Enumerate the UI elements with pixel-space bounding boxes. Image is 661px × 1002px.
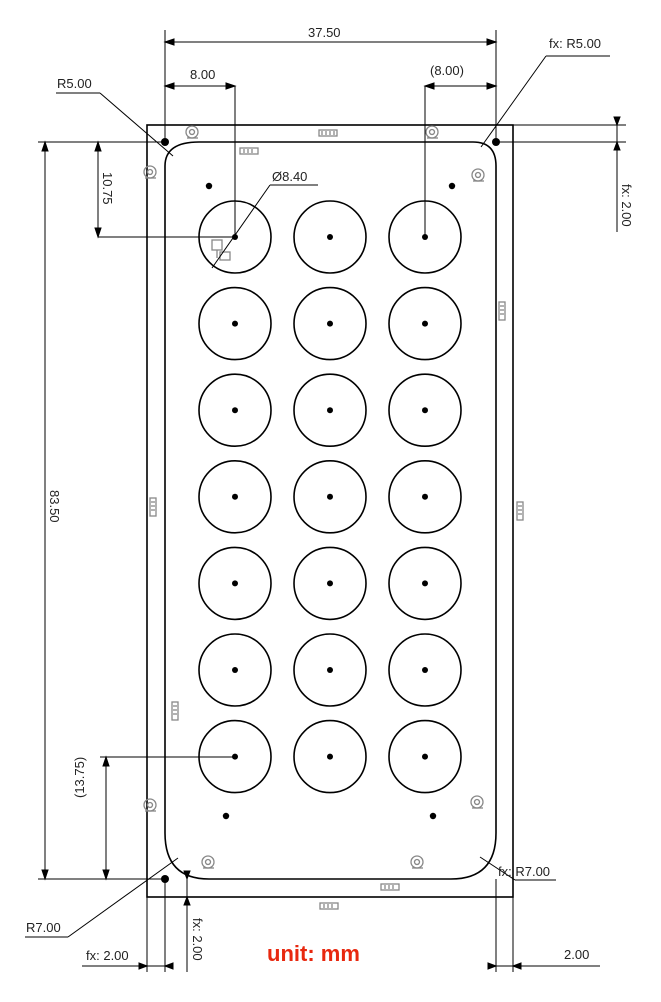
hole-3-2 [293, 373, 367, 448]
hole-center-3-1 [232, 407, 238, 414]
hole-3-1 [198, 373, 272, 448]
hole-4-2 [293, 459, 367, 534]
cup-symbol-icon [143, 125, 485, 869]
hole-grid [198, 200, 462, 794]
hole-center-5-3 [422, 580, 428, 587]
dim-fillet-bottom-left: R7.00 [26, 920, 61, 935]
hole-center-1-3 [422, 234, 428, 240]
dim-overall-width: 37.50 [308, 25, 341, 40]
hole-2-1 [198, 286, 272, 361]
hole-4-1 [198, 459, 272, 534]
hole-center-5-1 [232, 580, 238, 587]
outer-plate [146, 124, 514, 898]
pad-marker-icon [149, 129, 524, 910]
hole-center-6-3 [422, 667, 428, 673]
hole-5-3 [388, 546, 462, 621]
hole-center-4-3 [422, 493, 428, 500]
hole-center-7-3 [422, 753, 428, 760]
hole-center-6-2 [327, 667, 333, 673]
dim-inset-bottom-left-h: fx: 2.00 [86, 948, 129, 963]
locating-dot-br [429, 812, 437, 820]
unit-label: unit: mm [267, 941, 360, 966]
dim-fillet-top-left: R5.00 [57, 76, 92, 91]
locating-dot-tl [205, 182, 213, 190]
locating-dot-bl [222, 812, 230, 820]
hole-1-2 [293, 200, 367, 274]
hole-center-2-1 [232, 320, 238, 327]
dim-hole-diameter: Ø8.40 [272, 169, 307, 184]
inner-profile [164, 141, 497, 880]
dim-fillet-bottom-right: fx: R7.00 [498, 864, 550, 879]
hole-2-2 [293, 286, 367, 361]
hole-center-6-1 [232, 667, 238, 673]
hole-6-1 [198, 633, 272, 707]
origin-icon [211, 239, 231, 261]
dim-hole-offset-y-bottom: (13.75) [72, 757, 87, 798]
dim-hole-offset-y: 10.75 [100, 172, 115, 205]
hole-center-2-3 [422, 320, 428, 327]
dim-fillet-top-right: fx: R5.00 [549, 36, 601, 51]
dim-hole-offset-x-ref: (8.00) [430, 63, 464, 78]
hole-5-2 [293, 546, 367, 621]
hole-2-3 [388, 286, 462, 361]
dim-inset-bottom-left-v: fx: 2.00 [190, 918, 205, 961]
locating-dot-tr [448, 182, 456, 190]
hole-6-2 [293, 633, 367, 707]
hole-center-4-1 [232, 493, 238, 500]
hole-center-1-2 [327, 234, 333, 240]
hole-center-3-2 [327, 407, 333, 414]
hole-center-5-2 [327, 580, 333, 587]
hole-5-1 [198, 546, 272, 621]
hole-7-3 [388, 719, 462, 794]
hole-center-4-2 [327, 493, 333, 500]
hole-6-3 [388, 633, 462, 707]
hole-7-2 [293, 719, 367, 794]
dim-inset-bottom-right: 2.00 [564, 947, 589, 962]
hole-center-7-2 [327, 753, 333, 760]
hole-center-2-2 [327, 320, 333, 327]
dim-inset-top-right: fx: 2.00 [619, 184, 634, 227]
dim-overall-height: 83.50 [47, 490, 62, 523]
hole-4-3 [388, 459, 462, 534]
hole-3-3 [388, 373, 462, 448]
hole-center-3-3 [422, 407, 428, 414]
dim-hole-offset-x: 8.00 [190, 67, 215, 82]
